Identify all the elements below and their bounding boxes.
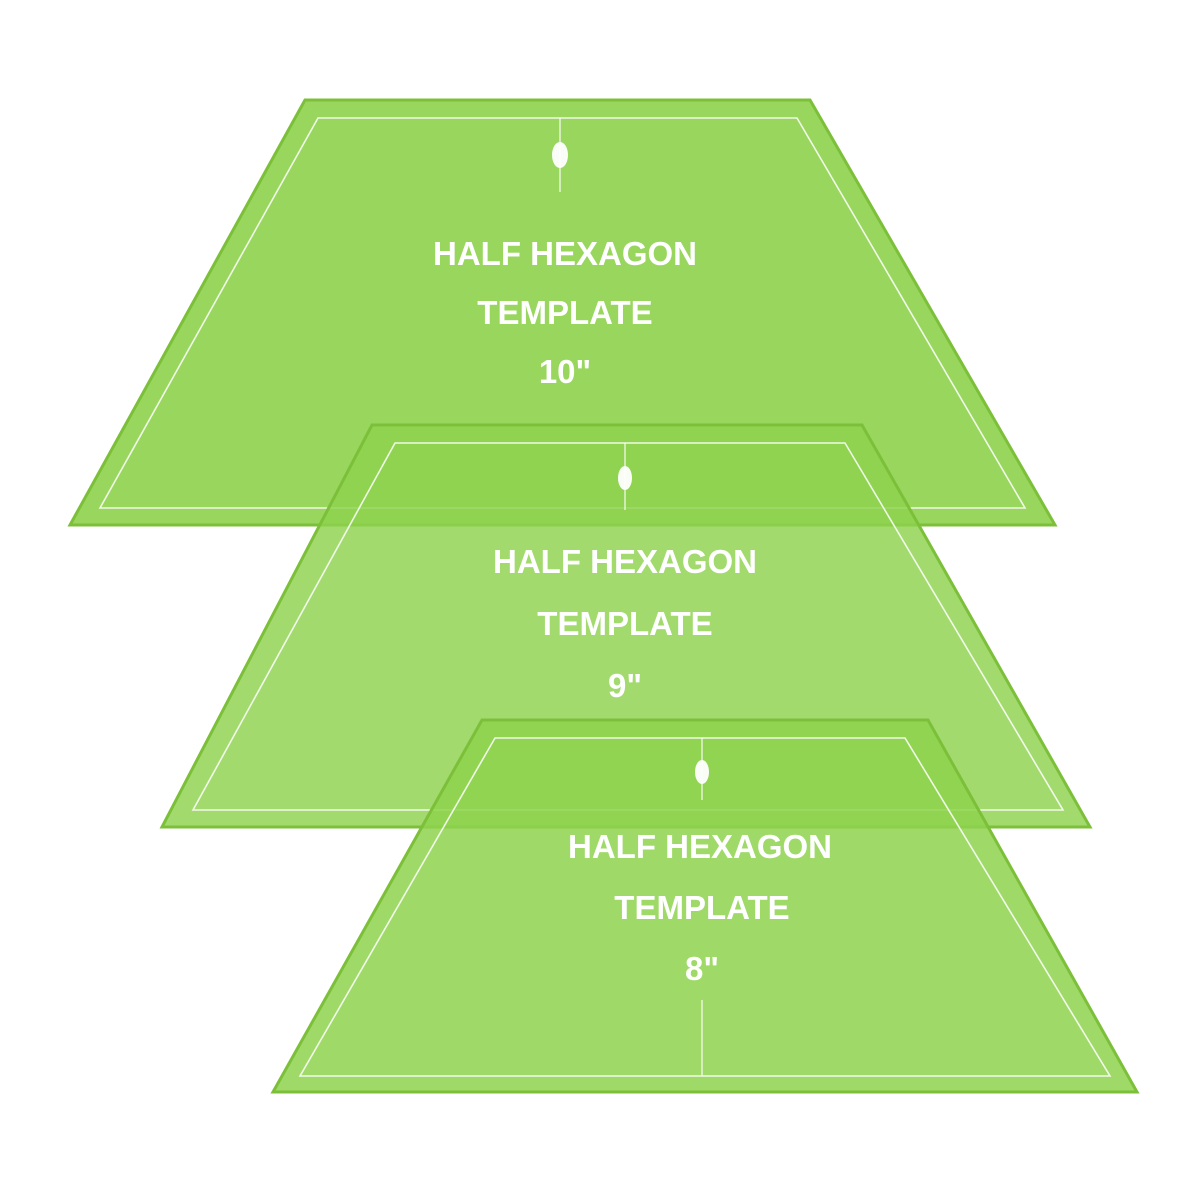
template-8-inch-seam-line: [298, 737, 1112, 1077]
template-9-inch-seam-line: [191, 442, 1065, 811]
template-10-inch: HALF HEXAGON TEMPLATE 10": [67, 98, 1058, 527]
template-10-inch-title: HALF HEXAGON: [433, 235, 697, 272]
template-8-inch: HALF HEXAGON TEMPLATE 8": [270, 718, 1140, 1094]
template-8-inch-body: [270, 718, 1140, 1094]
template-8-inch-title: HALF HEXAGON: [568, 828, 832, 865]
template-9-inch-title: HALF HEXAGON: [493, 543, 757, 580]
template-8-inch-hanging-hole: [695, 760, 709, 784]
template-8-inch-subtitle: TEMPLATE: [614, 889, 789, 926]
template-9-inch-subtitle: TEMPLATE: [537, 605, 712, 642]
template-10-inch-seam-line: [98, 117, 1027, 509]
template-10-inch-hanging-hole: [552, 142, 568, 168]
template-10-inch-subtitle: TEMPLATE: [477, 294, 652, 331]
template-8-inch-size: 8": [685, 950, 719, 987]
template-10-inch-body: [67, 98, 1058, 527]
template-10-inch-size: 10": [539, 353, 591, 390]
template-9-inch-hanging-hole: [618, 466, 632, 490]
template-9-inch-size: 9": [608, 667, 642, 704]
